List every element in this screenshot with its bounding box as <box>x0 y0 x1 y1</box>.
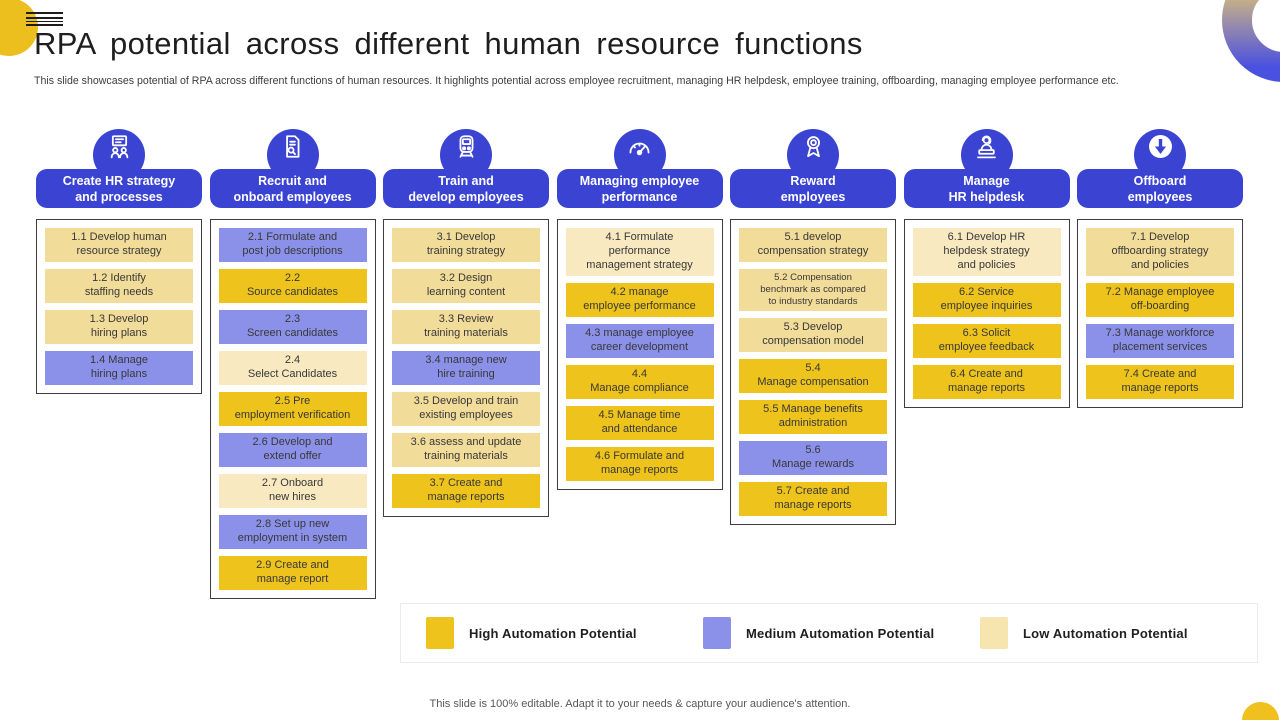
function-title: Train and develop employees <box>383 169 549 208</box>
hamburger-lines-decoration <box>26 12 63 26</box>
function-header: Reward employees <box>730 129 896 219</box>
task-item: 4.4 Manage compliance <box>565 364 714 399</box>
task-item: 5.4 Manage compensation <box>739 359 887 394</box>
legend-color-swatch <box>980 617 1008 649</box>
function-header: Managing employee performance <box>556 129 723 219</box>
automation-legend: High Automation Potential Medium Automati… <box>400 603 1258 663</box>
task-item: 2.6 Develop and extend offer <box>218 433 367 467</box>
task-item: 3.7 Create and manage reports <box>392 474 540 508</box>
task-item: 6.3 Solicit employee feedback <box>912 323 1061 358</box>
function-column: Offboard employees 7.1 Develop offboardin… <box>1077 129 1243 599</box>
task-item: 6.1 Develop HR helpdesk strategy and pol… <box>912 228 1061 276</box>
task-item: 1.3 Develop hiring plans <box>45 310 193 344</box>
task-item: 2.1 Formulate and post job descriptions <box>218 228 367 262</box>
function-column: Recruit and onboard employees 2.1 Formula… <box>209 129 376 599</box>
task-item: 5.5 Manage benefits administration <box>739 400 887 435</box>
function-header: Train and develop employees <box>383 129 549 219</box>
task-item: 3.5 Develop and train existing employees <box>392 392 540 426</box>
function-title: Offboard employees <box>1077 169 1243 208</box>
decorative-line <box>26 24 63 26</box>
task-item: 2.2 Source candidates <box>218 269 367 303</box>
legend-entry: High Automation Potential <box>426 617 703 649</box>
task-item: 4.1 Formulate performance management str… <box>565 228 714 276</box>
task-item: 6.4 Create and manage reports <box>912 364 1061 399</box>
task-item: 5.1 develop compensation strategy <box>739 228 887 262</box>
task-item: 3.4 manage new hire training <box>392 351 540 385</box>
function-column: Manage HR helpdesk 6.1 Develop HR helpdes… <box>903 129 1070 599</box>
task-item: 2.3 Screen candidates <box>218 310 367 344</box>
task-item: 4.2 manage employee performance <box>565 282 714 317</box>
function-title: Manage HR helpdesk <box>903 169 1070 208</box>
task-item: 3.3 Review training materials <box>392 310 540 344</box>
task-item: 4.6 Formulate and manage reports <box>565 446 714 481</box>
task-item: 5.3 Develop compensation model <box>739 318 887 353</box>
function-header: Offboard employees <box>1077 129 1243 219</box>
legend-label: High Automation Potential <box>469 625 637 641</box>
task-item: 5.6 Manage rewards <box>739 441 887 476</box>
task-item: 2.8 Set up new employment in system <box>218 515 367 549</box>
gradient-ring-decoration <box>1222 0 1280 82</box>
legend-entry: Low Automation Potential <box>980 617 1257 649</box>
legend-color-swatch <box>703 617 731 649</box>
task-list: 2.1 Formulate and post job descriptions 2… <box>209 219 376 599</box>
footer-note: This slide is 100% editable. Adapt it to… <box>429 698 851 710</box>
dome-decoration <box>1242 702 1279 720</box>
task-item: 3.6 assess and update training materials <box>392 433 540 467</box>
legend-label: Medium Automation Potential <box>746 625 935 641</box>
function-title: Managing employee performance <box>556 169 723 208</box>
task-item: 2.7 Onboard new hires <box>218 474 367 508</box>
slide-description: This slide showcases potential of RPA ac… <box>34 75 1119 87</box>
function-column: Train and develop employees 3.1 Develop t… <box>383 129 549 599</box>
task-item: 7.3 Manage workforce placement services <box>1086 323 1234 358</box>
task-list: 6.1 Develop HR helpdesk strategy and pol… <box>903 219 1070 408</box>
function-header: Manage HR helpdesk <box>903 129 1070 219</box>
task-list: 1.1 Develop human resource strategy 1.2 I… <box>36 219 202 394</box>
task-item: 7.2 Manage employee off-boarding <box>1086 282 1234 317</box>
function-header: Recruit and onboard employees <box>209 129 376 219</box>
function-column: Managing employee performance 4.1 Formula… <box>556 129 723 599</box>
task-list: 4.1 Formulate performance management str… <box>556 219 723 490</box>
task-item: 3.1 Develop training strategy <box>392 228 540 262</box>
task-item: 3.2 Design learning content <box>392 269 540 303</box>
task-item: 2.9 Create and manage report <box>218 556 367 590</box>
task-item: 5.7 Create and manage reports <box>739 482 887 517</box>
task-item: 1.2 Identify staffing needs <box>45 269 193 303</box>
function-title: Reward employees <box>730 169 896 208</box>
task-item: 1.4 Manage hiring plans <box>45 351 193 385</box>
legend-color-swatch <box>426 617 454 649</box>
decorative-line <box>26 17 63 19</box>
task-list: 5.1 develop compensation strategy 5.2 Com… <box>730 219 896 526</box>
task-item: 2.4 Select Candidates <box>218 351 367 385</box>
task-item: 7.4 Create and manage reports <box>1086 364 1234 399</box>
task-item: 5.2 Compensation benchmark as compared t… <box>739 269 887 312</box>
hr-functions-columns: Create HR strategy and processes 1.1 Deve… <box>36 129 1243 599</box>
corner-circle-decoration <box>0 0 38 56</box>
task-item: 6.2 Service employee inquiries <box>912 282 1061 317</box>
task-item: 1.1 Develop human resource strategy <box>45 228 193 262</box>
legend-label: Low Automation Potential <box>1023 625 1188 641</box>
legend-entry: Medium Automation Potential <box>703 617 980 649</box>
task-item: 4.3 manage employee career development <box>565 323 714 358</box>
task-item: 4.5 Manage time and attendance <box>565 405 714 440</box>
function-title: Create HR strategy and processes <box>36 169 202 208</box>
decorative-line <box>26 20 63 23</box>
function-title: Recruit and onboard employees <box>209 169 376 208</box>
task-item: 2.5 Pre employment verification <box>218 392 367 426</box>
task-list: 3.1 Develop training strategy 3.2 Design … <box>383 219 549 517</box>
decorative-line <box>26 12 63 14</box>
function-header: Create HR strategy and processes <box>36 129 202 219</box>
task-item: 7.1 Develop offboarding strategy and pol… <box>1086 228 1234 276</box>
function-column: Reward employees 5.1 develop compensation… <box>730 129 896 599</box>
page-title: RPA potential across different human res… <box>34 26 863 61</box>
function-column: Create HR strategy and processes 1.1 Deve… <box>36 129 202 599</box>
task-list: 7.1 Develop offboarding strategy and pol… <box>1077 219 1243 408</box>
